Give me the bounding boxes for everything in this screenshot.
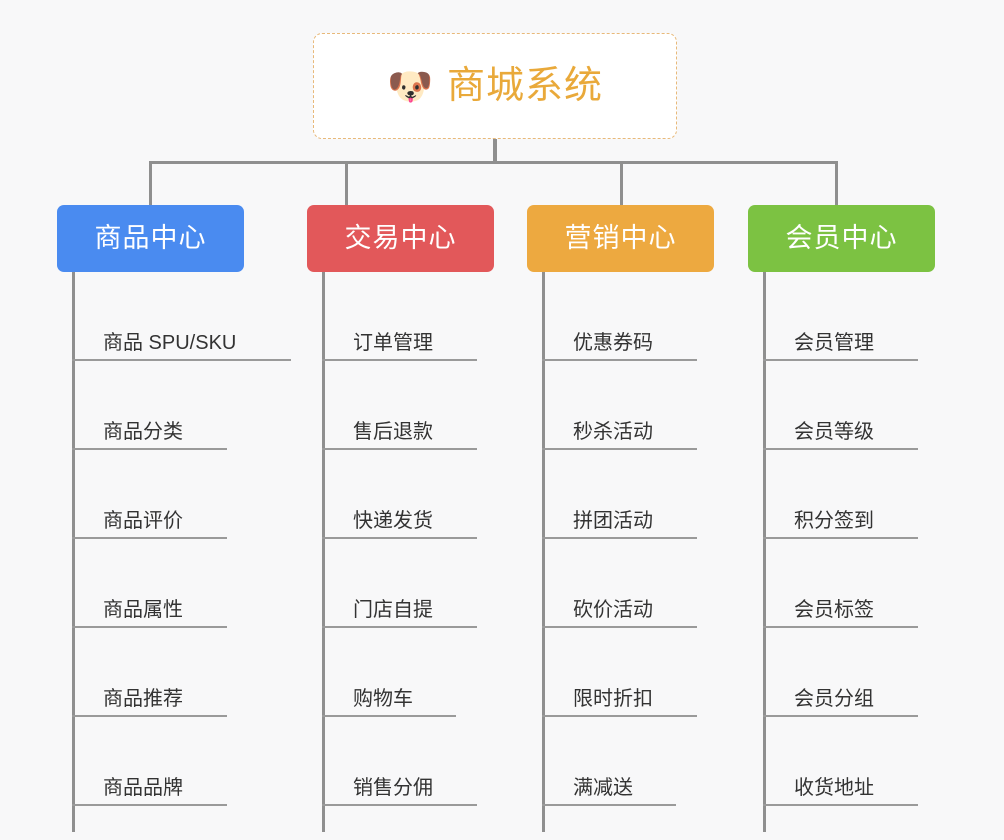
connector-drop-1 — [149, 161, 152, 207]
column-spine — [763, 272, 766, 832]
connector-drop-2 — [345, 161, 348, 207]
category-label: 营销中心 — [564, 223, 677, 253]
category-label: 交易中心 — [344, 223, 457, 253]
leaf-label: 门店自提 — [353, 599, 433, 621]
dog-face-icon: 🐶 — [386, 65, 434, 107]
leaf-item[interactable]: 限时折扣 — [542, 675, 697, 717]
leaf-label: 销售分佣 — [353, 777, 433, 799]
category-box-product-center[interactable]: 商品中心 — [57, 205, 244, 272]
leaf-item[interactable]: 会员标签 — [763, 586, 918, 628]
category-box-member-center[interactable]: 会员中心 — [748, 205, 935, 272]
category-label: 商品中心 — [94, 223, 207, 253]
leaf-label: 收货地址 — [794, 777, 874, 799]
leaf-label: 快递发货 — [353, 510, 433, 532]
category-box-marketing-center[interactable]: 营销中心 — [527, 205, 714, 272]
leaf-item[interactable]: 商品推荐 — [72, 675, 227, 717]
leaf-label: 优惠券码 — [573, 332, 653, 354]
leaf-label: 订单管理 — [353, 332, 433, 354]
root-node[interactable]: 🐶 商城系统 — [313, 33, 677, 139]
leaf-label: 商品评价 — [103, 510, 183, 532]
leaf-label: 积分签到 — [794, 510, 874, 532]
leaf-label: 砍价活动 — [573, 599, 653, 621]
leaf-label: 商品推荐 — [103, 688, 183, 710]
connector-drop-3 — [620, 161, 623, 207]
leaf-item[interactable]: 售后退款 — [322, 408, 477, 450]
leaf-label: 会员管理 — [794, 332, 874, 354]
leaf-item[interactable]: 销售分佣 — [322, 764, 477, 806]
leaf-item[interactable]: 会员等级 — [763, 408, 918, 450]
leaf-item[interactable]: 快递发货 — [322, 497, 477, 539]
leaf-item[interactable]: 优惠券码 — [542, 319, 697, 361]
leaf-item[interactable]: 商品 SPU/SKU — [72, 319, 291, 361]
leaf-item[interactable]: 积分签到 — [763, 497, 918, 539]
leaf-item[interactable]: 秒杀活动 — [542, 408, 697, 450]
leaf-item[interactable]: 商品品牌 — [72, 764, 227, 806]
leaf-item[interactable]: 门店自提 — [322, 586, 477, 628]
category-box-trade-center[interactable]: 交易中心 — [307, 205, 494, 272]
leaf-item[interactable]: 商品属性 — [72, 586, 227, 628]
leaf-item[interactable]: 拼团活动 — [542, 497, 697, 539]
connector-drop-4 — [835, 161, 838, 207]
column-spine — [542, 272, 545, 832]
leaf-item[interactable]: 会员分组 — [763, 675, 918, 717]
leaf-label: 购物车 — [353, 688, 413, 710]
leaf-item[interactable]: 收货地址 — [763, 764, 918, 806]
connector-root-stem — [493, 139, 497, 163]
leaf-label: 会员分组 — [794, 688, 874, 710]
leaf-label: 售后退款 — [353, 421, 433, 443]
leaf-item[interactable]: 满减送 — [542, 764, 676, 806]
leaf-label: 会员等级 — [794, 421, 874, 443]
root-title: 商城系统 — [447, 65, 604, 107]
leaf-label: 限时折扣 — [573, 688, 653, 710]
leaf-item[interactable]: 商品评价 — [72, 497, 227, 539]
leaf-label: 会员标签 — [794, 599, 874, 621]
leaf-item[interactable]: 购物车 — [322, 675, 456, 717]
leaf-item[interactable]: 砍价活动 — [542, 586, 697, 628]
leaf-item[interactable]: 商品分类 — [72, 408, 227, 450]
category-label: 会员中心 — [785, 223, 898, 253]
column-spine — [72, 272, 75, 832]
leaf-label: 商品分类 — [103, 421, 183, 443]
leaf-item[interactable]: 订单管理 — [322, 319, 477, 361]
leaf-item[interactable]: 会员管理 — [763, 319, 918, 361]
leaf-label: 拼团活动 — [573, 510, 653, 532]
leaf-label: 商品品牌 — [103, 777, 183, 799]
leaf-label: 秒杀活动 — [573, 421, 653, 443]
column-spine — [322, 272, 325, 832]
leaf-label: 满减送 — [573, 777, 633, 799]
leaf-label: 商品 SPU/SKU — [103, 332, 237, 354]
connector-horizontal-bus — [149, 161, 838, 164]
leaf-label: 商品属性 — [103, 599, 183, 621]
